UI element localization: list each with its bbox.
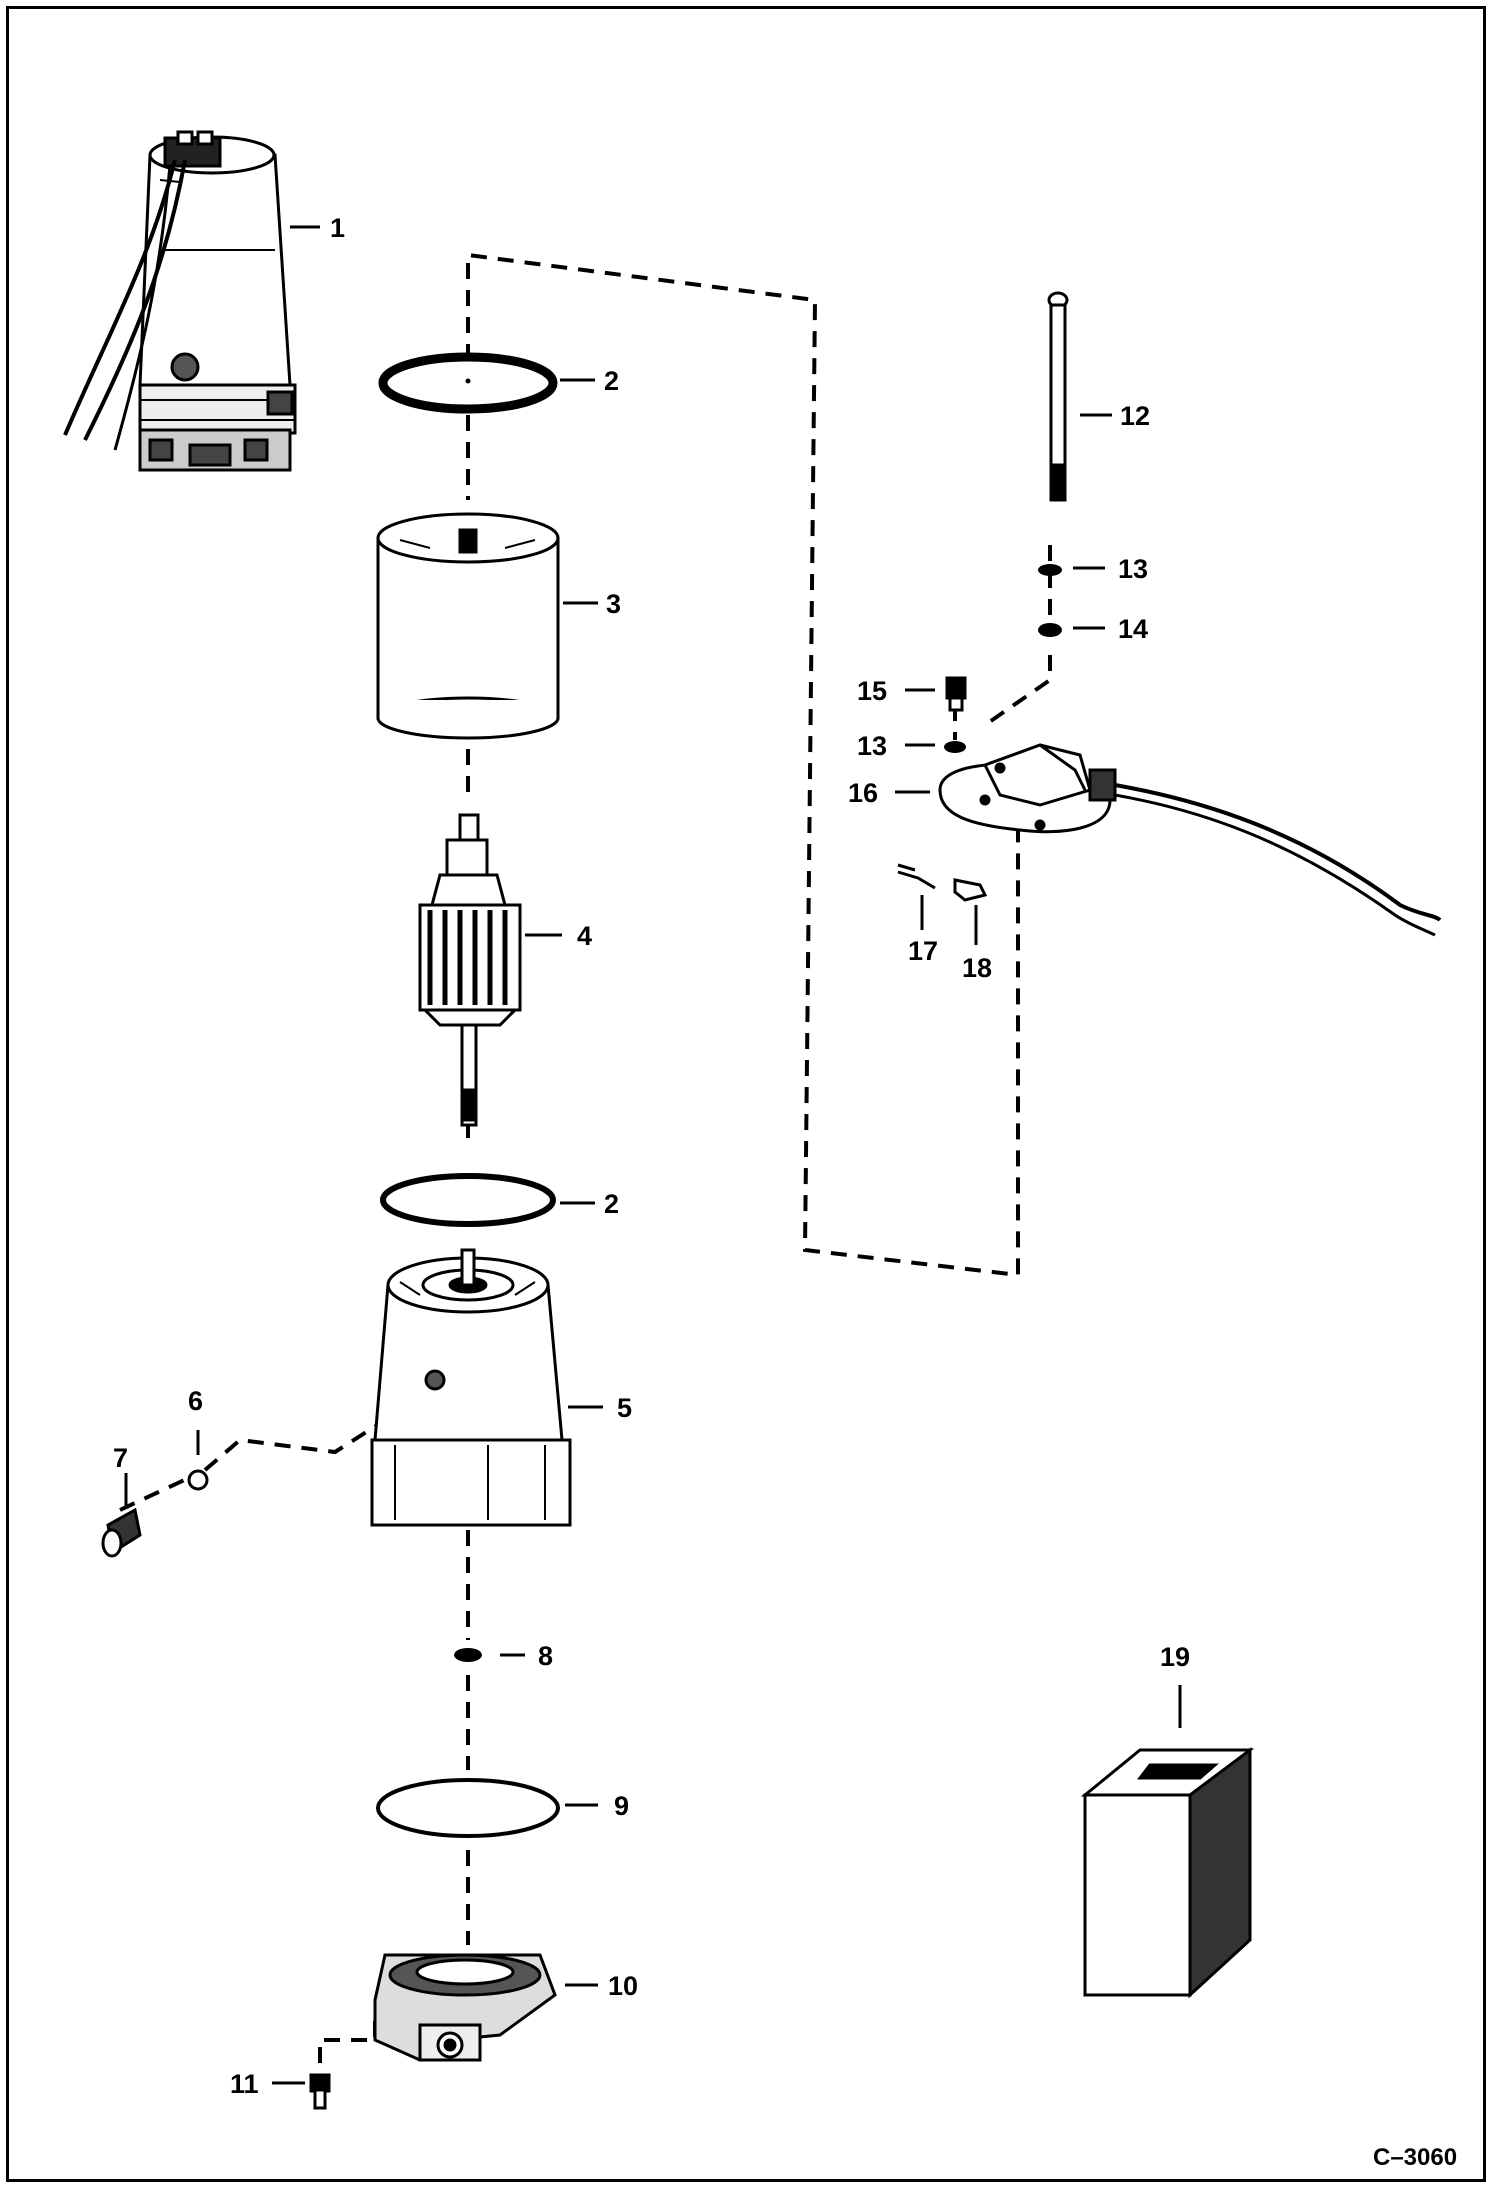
callout-label: 4 — [577, 921, 592, 951]
callout-label: 16 — [848, 778, 878, 808]
callout-label: 13 — [857, 731, 887, 761]
part-17-spring — [897, 863, 936, 890]
part-16-brush-plate — [938, 743, 1442, 937]
part-4-armature — [418, 813, 522, 1127]
callout-label: 15 — [857, 676, 887, 706]
callout-label: 17 — [908, 936, 938, 966]
part-18-brush — [953, 878, 988, 902]
callout-label: 5 — [617, 1393, 632, 1423]
callout-label: 13 — [1118, 554, 1148, 584]
callout-label: 2 — [604, 366, 619, 396]
part-1-pump-motor-assembly — [63, 130, 297, 472]
part-2-upper-o-ring — [378, 352, 558, 414]
callout-label: 3 — [606, 589, 621, 619]
part-8-seal — [454, 1648, 482, 1662]
part-9-o-ring — [376, 1778, 560, 1838]
part-19-kit-box — [1080, 1747, 1255, 1999]
part-6-seal-ring — [187, 1469, 209, 1491]
callout-label: 6 — [188, 1386, 203, 1416]
callout-label: 11 — [230, 2069, 259, 2099]
callout-label: 9 — [614, 1791, 629, 1821]
part-11-screw — [309, 2073, 331, 2110]
part-10-end-cap — [373, 1953, 557, 2062]
part-15-screw — [945, 676, 967, 712]
part-13-upper-washer — [1038, 564, 1062, 576]
callout-label: 19 — [1160, 1642, 1190, 1672]
callout-label: 8 — [538, 1641, 553, 1671]
callout-label: 7 — [113, 1443, 128, 1473]
part-2-lower-o-ring — [380, 1173, 556, 1227]
diagram-border — [6, 6, 1486, 2182]
assembly-guide-lines — [119, 252, 1052, 2090]
part-14-washer — [1038, 623, 1062, 637]
callout-label: 2 — [604, 1189, 619, 1219]
part-3-housing-shell — [376, 512, 560, 740]
callout-label: 18 — [962, 953, 992, 983]
part-12-through-bolt — [1047, 291, 1069, 502]
callout-label: 12 — [1120, 401, 1150, 431]
callout-label: 1 — [330, 213, 345, 243]
part-13-lower-washer — [944, 741, 966, 753]
figure-reference: C–3060 — [1373, 2144, 1457, 2171]
callout-label: 10 — [608, 1971, 638, 2001]
part-5-end-housing — [370, 1248, 572, 1527]
callout-label: 14 — [1118, 614, 1148, 644]
part-7-plug — [101, 1507, 142, 1558]
